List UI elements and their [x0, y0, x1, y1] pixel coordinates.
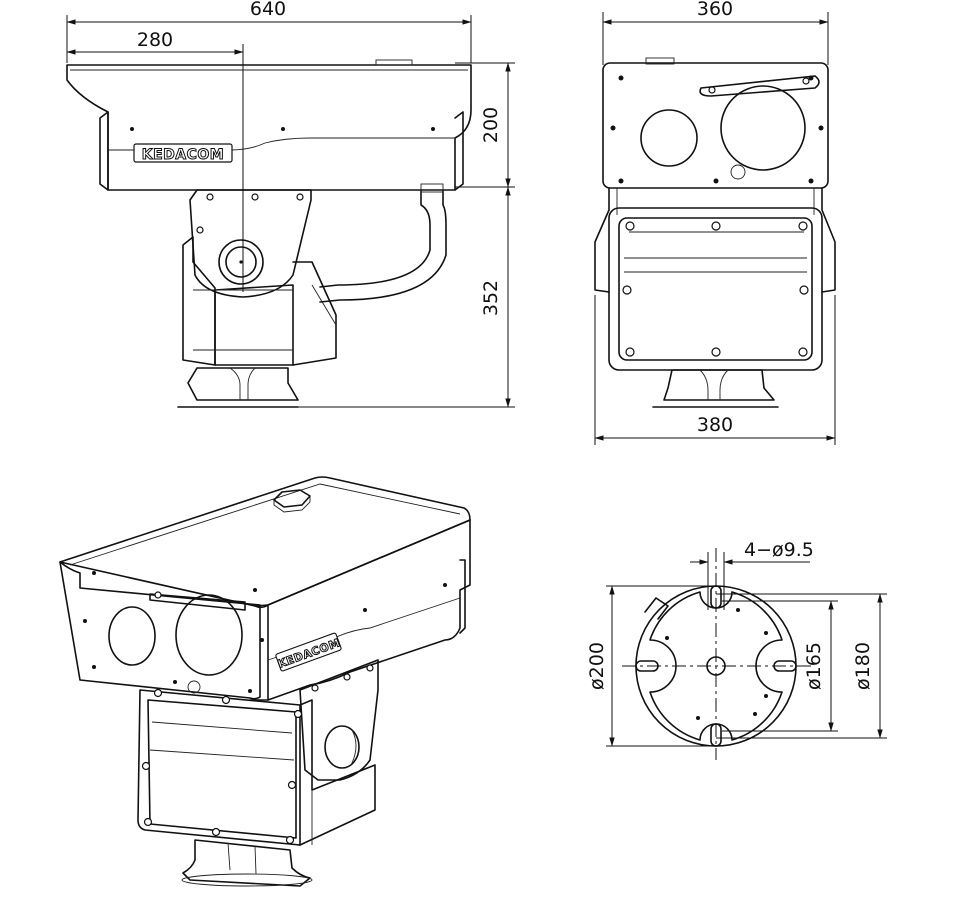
isometric-view: KEDACOM	[59, 476, 471, 887]
dim-bolt-circle-165: ø165	[803, 642, 825, 690]
dim-length-640: 640	[250, 0, 286, 20]
dim-housing-200: 200	[480, 107, 502, 143]
dim-offset-280: 280	[137, 29, 173, 51]
dim-outer-200: ø200	[586, 642, 608, 690]
base-mount-view: 4−ø9.5 ø200 ø165	[586, 539, 887, 760]
dim-base-352: 352	[480, 280, 502, 316]
dim-width-360: 360	[697, 0, 733, 20]
side-view: 640 280 KEDACOM 200 352	[66, 0, 515, 408]
dim-flange-180: ø180	[852, 642, 874, 690]
front-view: 360	[594, 0, 836, 445]
dim-width-380: 380	[697, 414, 733, 436]
brand-logo-side: KEDACOM	[142, 147, 224, 163]
dim-holes: 4−ø9.5	[744, 539, 814, 561]
